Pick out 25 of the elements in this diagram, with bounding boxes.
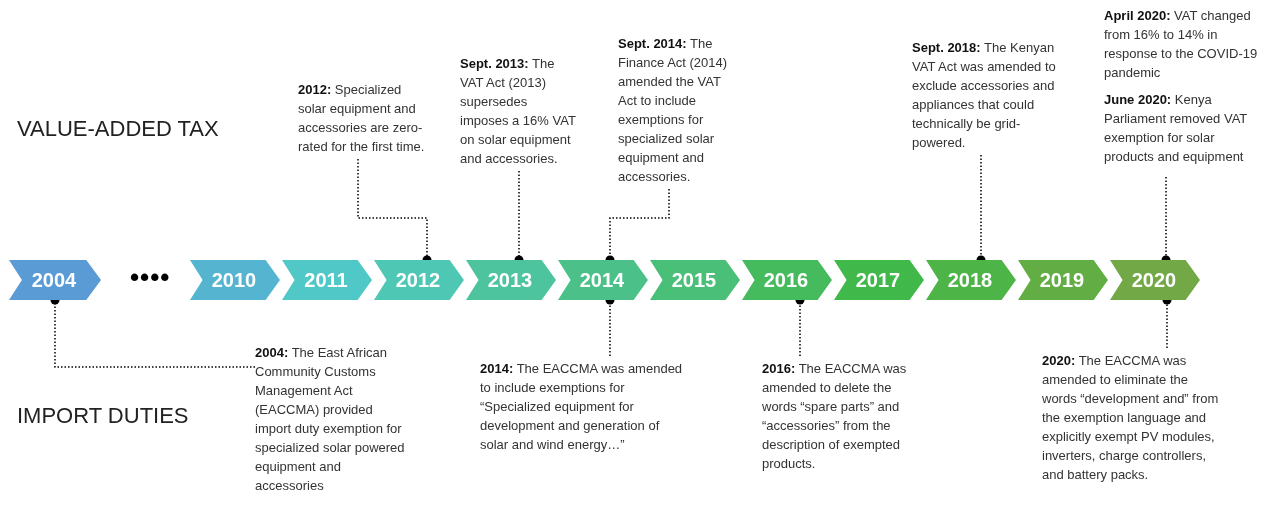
year-segment: 2015 — [650, 260, 740, 300]
event-note: 2016: The EACCMA was amended to delete the words “spare parts” and “accessories” from the description of exempted products. — [762, 359, 927, 473]
section-heading: IMPORT DUTIES — [17, 403, 189, 429]
year-segment: 2014 — [558, 260, 648, 300]
year-segment: 2016 — [742, 260, 832, 300]
event-note: 2020: The EACCMA was amended to eliminate the words “development and” from the exemption language and explicitly exempt PV modules, inverters, charge controllers, and battery packs. — [1042, 351, 1220, 484]
section-heading: VALUE-ADDED TAX — [17, 116, 219, 142]
event-note: Sept. 2014: The Finance Act (2014) amended the VAT Act to include exemptions for specialized solar equipment and accessories. — [618, 34, 736, 186]
event-note: 2014: The EACCMA was amended to include exemptions for “Specialized equipment for development and generation of solar and wind energy…” — [480, 359, 685, 454]
event-note: Sept. 2013: The VAT Act (2013) supersedes imposes a 16% VAT on solar equipment and accessories. — [460, 54, 578, 168]
year-segment: 2012 — [374, 260, 464, 300]
year-segment: 2013 — [466, 260, 556, 300]
event-note: April 2020: VAT changed from 16% to 14% in response to the COVID-19 pandemic — [1104, 7, 1259, 82]
year-segment: 2004 — [9, 260, 101, 300]
event-note: June 2020: Kenya Parliament removed VAT exemption for solar products and equipment — [1104, 91, 1249, 166]
event-note: Sept. 2018: The Kenyan VAT Act was amended to exclude accessories and appliances that could technically be grid-powered. — [912, 38, 1062, 152]
event-note: 2012: Specialized solar equipment and accessories are zero-rated for the first time. — [298, 80, 426, 156]
year-segment: 2020 — [1110, 260, 1200, 300]
year-segment: 2019 — [1018, 260, 1108, 300]
year-segment: 2010 — [190, 260, 280, 300]
year-segment: 2017 — [834, 260, 924, 300]
year-segment: 2018 — [926, 260, 1016, 300]
ellipsis-dots: •••• — [130, 262, 171, 293]
year-segment: 2011 — [282, 260, 372, 300]
event-note: 2004: The East African Community Customs Management Act (EACCMA) provided import duty exemption for specialized solar powered equipment and accessories — [255, 343, 407, 495]
